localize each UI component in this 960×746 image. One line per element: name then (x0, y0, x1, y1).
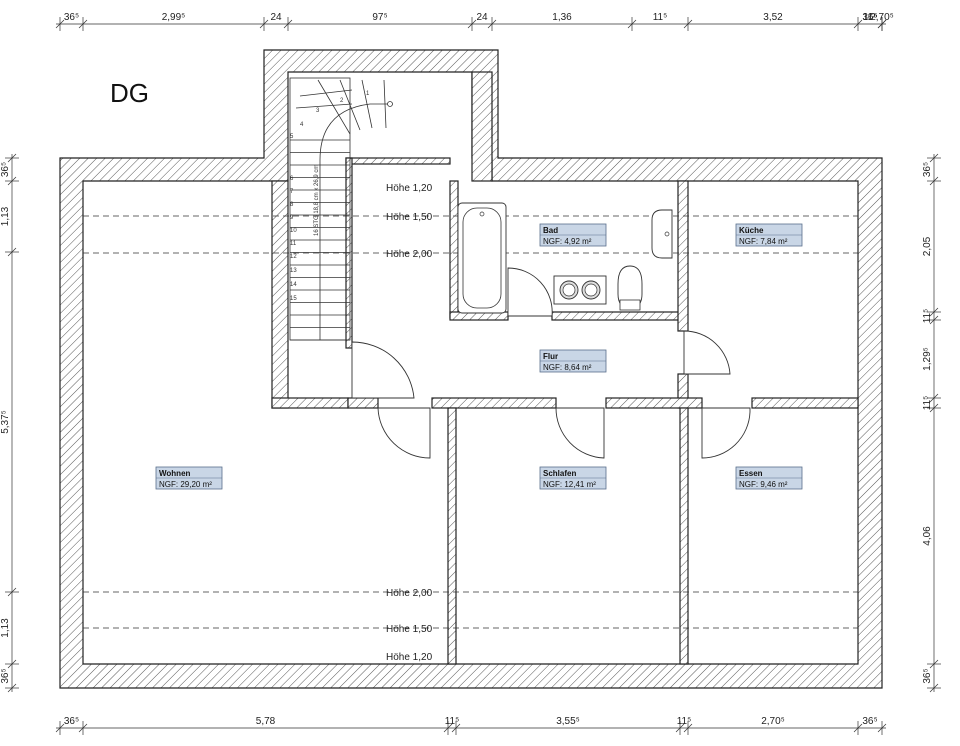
height-label-bot-200: Höhe 2,00 (386, 588, 433, 599)
dimension-label: 36⁵ (922, 162, 933, 177)
dimension-label: 2,70⁵ (870, 12, 894, 23)
dimension-label: 1,36 (552, 12, 572, 23)
stair-label: 16 STG 18,8 cm x 26,9 cm (314, 165, 320, 236)
stair-step-number: 6 (290, 176, 294, 182)
dimension-label: 2,05 (922, 236, 933, 256)
dimension-label: 36⁵ (0, 668, 11, 683)
room-name: Flur (543, 352, 558, 361)
height-label-top-150: Höhe 1,50 (386, 212, 433, 223)
height-label-bot-120: Höhe 1,20 (386, 652, 433, 663)
dimension-label: 11⁵ (653, 12, 668, 23)
stair-step-number: 13 (290, 268, 297, 274)
room-area: NGF: 12,41 m² (543, 480, 596, 489)
height-label-bot-150: Höhe 1,50 (386, 624, 433, 635)
dimension-label: 11⁵ (922, 309, 933, 324)
dimension-label: 1,29⁵ (922, 347, 933, 371)
dimension-label: 1,13 (0, 618, 11, 638)
dimension-label: 24 (270, 12, 282, 23)
room-area: NGF: 4,92 m² (543, 237, 592, 246)
stair-step-number: 1 (366, 91, 370, 97)
stair-step-number: 4 (300, 122, 304, 128)
interior-walls (271, 157, 859, 665)
dimension-label: 11⁵ (922, 396, 933, 411)
stair-step-number: 10 (290, 228, 297, 234)
dimensions-bottom: 36⁵ 5,78 11⁵ 3,55⁵ 11⁵ 2,70⁵ 36⁵ (55, 716, 887, 735)
dimension-label: 3,55⁵ (556, 716, 580, 727)
room-name: Bad (543, 226, 558, 235)
stair-step-number: 2 (340, 98, 344, 104)
floor-title: DG (110, 78, 149, 108)
room-area: NGF: 7,84 m² (739, 237, 788, 246)
dimensions-left: 36⁵ 1,13 5,37⁵ 1,13 36⁵ (0, 153, 19, 693)
dimension-label: 11⁵ (445, 716, 460, 727)
room-area: NGF: 9,46 m² (739, 480, 788, 489)
stair-step-number: 7 (290, 189, 294, 195)
dimension-label: 5,37⁵ (0, 410, 11, 434)
staircase: 16 STG 18,8 cm x 26,9 cm 123456789101112… (289, 77, 393, 341)
dimension-label: 97⁵ (372, 12, 387, 23)
stair-step-number: 8 (290, 202, 294, 208)
stair-step-number: 9 (290, 215, 294, 221)
dimension-label: 36⁵ (922, 668, 933, 683)
doors (351, 267, 751, 459)
dimension-label: 36⁵ (862, 12, 877, 23)
dimension-label: 3,52 (763, 12, 783, 23)
wash-basin (651, 209, 673, 259)
stair-step-number: 11 (290, 241, 297, 247)
dimension-label: 1,13 (0, 206, 11, 226)
dimension-label: 2,99⁵ (162, 12, 186, 23)
stair-step-number: 5 (290, 134, 294, 140)
dimension-label: 36⁵ (64, 716, 79, 727)
dimensions-right: 36⁵ 2,05 11⁵ 1,29⁵ 11⁵ 4,06 36⁵ (922, 153, 941, 693)
stair-step-number: 14 (290, 282, 297, 288)
outer-walls (59, 49, 883, 689)
room-name: Schlafen (543, 469, 576, 478)
room-area: NGF: 29,20 m² (159, 480, 212, 489)
stair-step-number: 12 (290, 254, 297, 260)
dimension-label: 5,78 (256, 716, 276, 727)
dimension-label: 2,70⁵ (761, 716, 785, 727)
dimension-label: 36⁵ (0, 162, 11, 177)
room-area: NGF: 8,64 m² (543, 363, 592, 372)
dimension-label: 36⁵ (862, 716, 877, 727)
height-label-top-120: Höhe 1,20 (386, 183, 433, 194)
dimension-label: 4,06 (922, 526, 933, 546)
bathroom-fixtures (457, 202, 673, 314)
dimension-label: 11⁵ (677, 716, 692, 727)
room-name: Küche (739, 226, 764, 235)
room-name: Essen (739, 469, 763, 478)
height-lines: Höhe 1,20 Höhe 1,50 Höhe 2,00 Höhe 2,00 … (83, 183, 858, 663)
height-label-top-200: Höhe 2,00 (386, 249, 433, 260)
dimension-label: 36⁵ (64, 12, 79, 23)
dimension-label: 11⁵ (863, 12, 878, 23)
stair-step-number: 3 (316, 108, 320, 114)
stair-step-number: 15 (290, 296, 297, 302)
dimension-label: 24 (476, 12, 488, 23)
room-name: Wohnen (159, 469, 191, 478)
